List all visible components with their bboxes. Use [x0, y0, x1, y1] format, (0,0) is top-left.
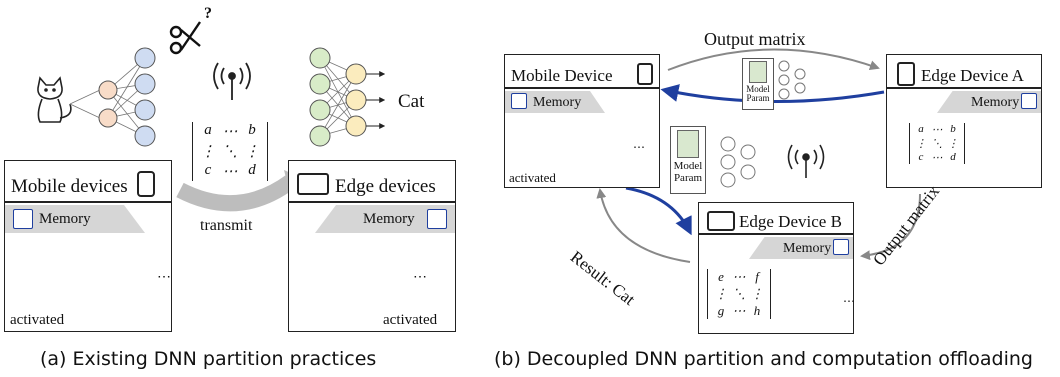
edge-server-icon — [707, 211, 735, 231]
top-arrow-label: Output matrix — [704, 29, 806, 49]
tablet-icon — [897, 62, 915, 86]
memory-card-icon — [427, 209, 447, 229]
ellipsis: ⋯ — [157, 270, 171, 285]
top-arrow-gray — [667, 48, 880, 71]
activated-label: activated — [509, 170, 556, 185]
ellipsis: ⋯ — [843, 294, 855, 308]
matrix-edge-a: a⋯b ⋮⋱⋮ c⋯d — [909, 123, 965, 164]
model-param-chip-top: Model Param — [742, 58, 774, 110]
model-file-icon — [749, 61, 767, 83]
cat-icon — [37, 76, 72, 123]
matrix-a: a⋯b ⋮⋱⋮ c⋯d — [192, 122, 268, 181]
activated-label: activated — [10, 312, 65, 328]
result-arrow-gray — [596, 188, 691, 263]
edge-devices-title: Edge devices — [335, 176, 436, 197]
edge-device-b-title: Edge Device B — [739, 212, 842, 231]
memory-card-icon — [1021, 93, 1037, 109]
transmit-arrow — [176, 175, 295, 212]
mobile-devices-box: Mobile devices Memory ⋯ activated — [4, 160, 172, 332]
param-label: Param — [746, 93, 770, 104]
memory-label: Memory — [533, 95, 582, 110]
matrix-edge-b: e⋯f ⋮⋱⋮ g⋯h — [707, 269, 771, 319]
output-label: Cat — [398, 91, 425, 112]
memory-card-icon — [13, 209, 33, 229]
param-label: Param — [673, 171, 703, 184]
antenna-icon — [213, 62, 251, 100]
memory-card-icon — [511, 93, 527, 109]
edge-devices-box: Edge devices Memory ⋯ activated — [288, 160, 456, 332]
memory-label: Memory — [783, 241, 832, 256]
memory-label: Memory — [39, 211, 91, 227]
top-arrow-blue — [660, 84, 885, 104]
caption-b: (b) Decoupled DNN partition and computat… — [494, 348, 1033, 370]
smartwatch-icon — [137, 171, 155, 197]
caption-a: (a) Existing DNN partition practices — [40, 348, 377, 370]
model-param-chip-mid: Model Param — [670, 126, 706, 194]
mobile-devices-title: Mobile devices — [11, 176, 128, 197]
model-label: Model — [746, 84, 770, 94]
edge-device-a-box: Edge Device A Memory a⋯b ⋮⋱⋮ c⋯d — [886, 54, 1042, 188]
result-arrow-blue — [625, 186, 692, 236]
ellipsis: ⋯ — [633, 140, 645, 154]
transmit-label: transmit — [200, 217, 253, 234]
mobile-device-title: Mobile Device — [511, 66, 613, 85]
question-mark: ? — [204, 5, 212, 22]
ellipsis: ⋯ — [413, 270, 427, 285]
edge-server-icon — [297, 173, 329, 195]
right-arrow-gray — [860, 193, 921, 261]
smartwatch-icon — [637, 63, 653, 85]
edge-device-a-title: Edge Device A — [921, 66, 1024, 85]
antenna-icon-b — [787, 144, 825, 178]
chip-top-network — [778, 60, 806, 100]
memory-card-icon — [833, 239, 849, 255]
activated-label: activated — [383, 312, 438, 328]
edge-device-b-box: Edge Device B Memory e⋯f ⋮⋱⋮ g⋯h ⋯ — [698, 202, 855, 334]
model-file-icon — [677, 130, 699, 158]
scissors-icon — [169, 21, 201, 55]
memory-label: Memory — [971, 95, 1020, 110]
chip-mid-network — [720, 136, 756, 188]
memory-label: Memory — [363, 211, 415, 227]
model-label: Model — [673, 160, 703, 172]
mobile-device-box: Mobile Device Memory ⋯ activated — [504, 54, 660, 188]
